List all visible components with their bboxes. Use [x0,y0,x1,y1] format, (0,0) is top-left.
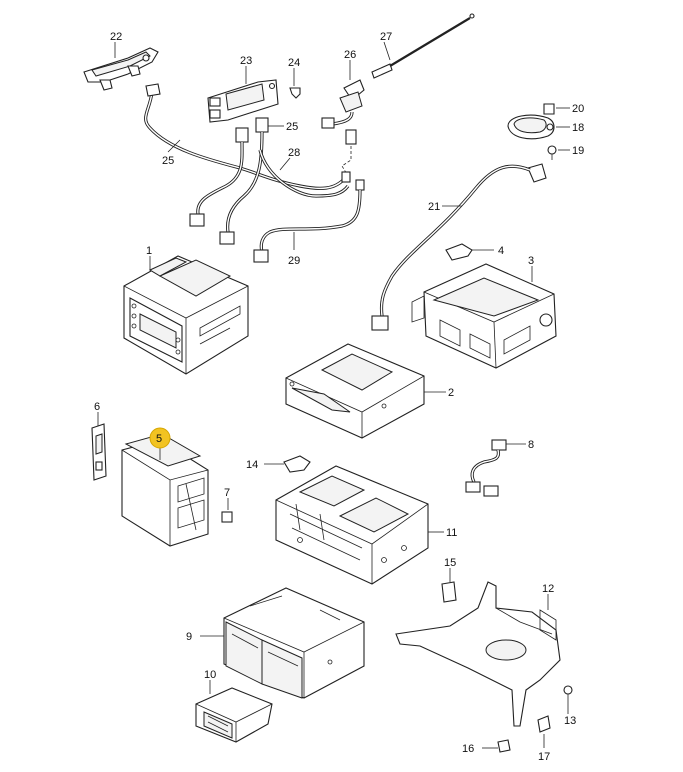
leader-28 [383,41,391,61]
callout-9[interactable]: 9 [186,631,192,643]
part-16-screw [497,739,511,753]
callout-15[interactable]: 15 [444,557,456,569]
part-18-gps-antenna [507,114,555,140]
part-22-bracket [83,47,159,91]
part-4-clip [445,243,473,261]
part-27-antenna-base [321,79,365,191]
callout-11[interactable]: 11 [446,527,457,539]
callout-13[interactable]: 13 [564,715,576,727]
callout-12[interactable]: 12 [542,583,554,595]
part-19-screw [547,145,557,160]
part-13-screw [563,685,573,706]
callout-21[interactable]: 21 [428,201,440,213]
callout-20[interactable]: 20 [572,103,584,115]
callout-17[interactable]: 17 [538,751,550,763]
callout-26[interactable]: 25 [286,121,298,133]
callout-18[interactable]: 18 [572,122,584,134]
callout-25b[interactable]: 28 [288,147,300,159]
part-3-cage [411,263,557,369]
part-15-clip [441,581,457,603]
callout-27[interactable]: 26 [344,49,356,61]
part-8-cable [465,439,507,497]
part-23-module [207,79,279,123]
part-2-drive [285,343,425,439]
callout-23[interactable]: 23 [240,55,252,67]
callout-14[interactable]: 14 [246,459,258,471]
part-6-bracket [91,423,107,481]
callout-2[interactable]: 2 [448,387,454,399]
part-26-harness [189,117,350,245]
callout-22[interactable]: 22 [110,31,122,43]
leader-25a [167,139,181,153]
part-11-cage [275,465,429,585]
callout-24[interactable]: 24 [288,57,300,69]
part-29-cable [253,189,362,263]
part-10-magazine [195,687,273,743]
callout-19[interactable]: 19 [572,145,584,157]
part-1-head-unit [123,255,249,375]
callout-4[interactable]: 4 [498,245,504,257]
callout-1[interactable]: 1 [146,245,152,257]
callout-25a[interactable]: 25 [162,155,174,167]
part-17-clip [537,715,551,733]
callout-16[interactable]: 16 [462,743,474,755]
callout-28[interactable]: 27 [380,31,392,43]
part-21-gps-cable [371,163,547,331]
part-12-bracket [395,581,561,727]
callout-8[interactable]: 8 [528,439,534,451]
callout-29[interactable]: 29 [288,255,300,267]
part-28-antenna-rod [371,13,475,79]
callout-6[interactable]: 6 [94,401,100,413]
part-24-screw [289,87,301,99]
callout-3[interactable]: 3 [528,255,534,267]
part-20-clip [543,103,555,115]
part-7-clip [221,511,233,523]
part-25-cable-upper [144,83,347,190]
callout-7[interactable]: 7 [224,487,230,499]
highlight-marker [149,427,171,449]
part-5-amplifier [121,433,209,547]
leader-25b [279,157,291,171]
callout-5[interactable]: 5 [156,433,162,445]
part-9-changer [223,587,365,699]
part-14-clip [283,455,311,473]
callout-10[interactable]: 10 [204,669,216,681]
